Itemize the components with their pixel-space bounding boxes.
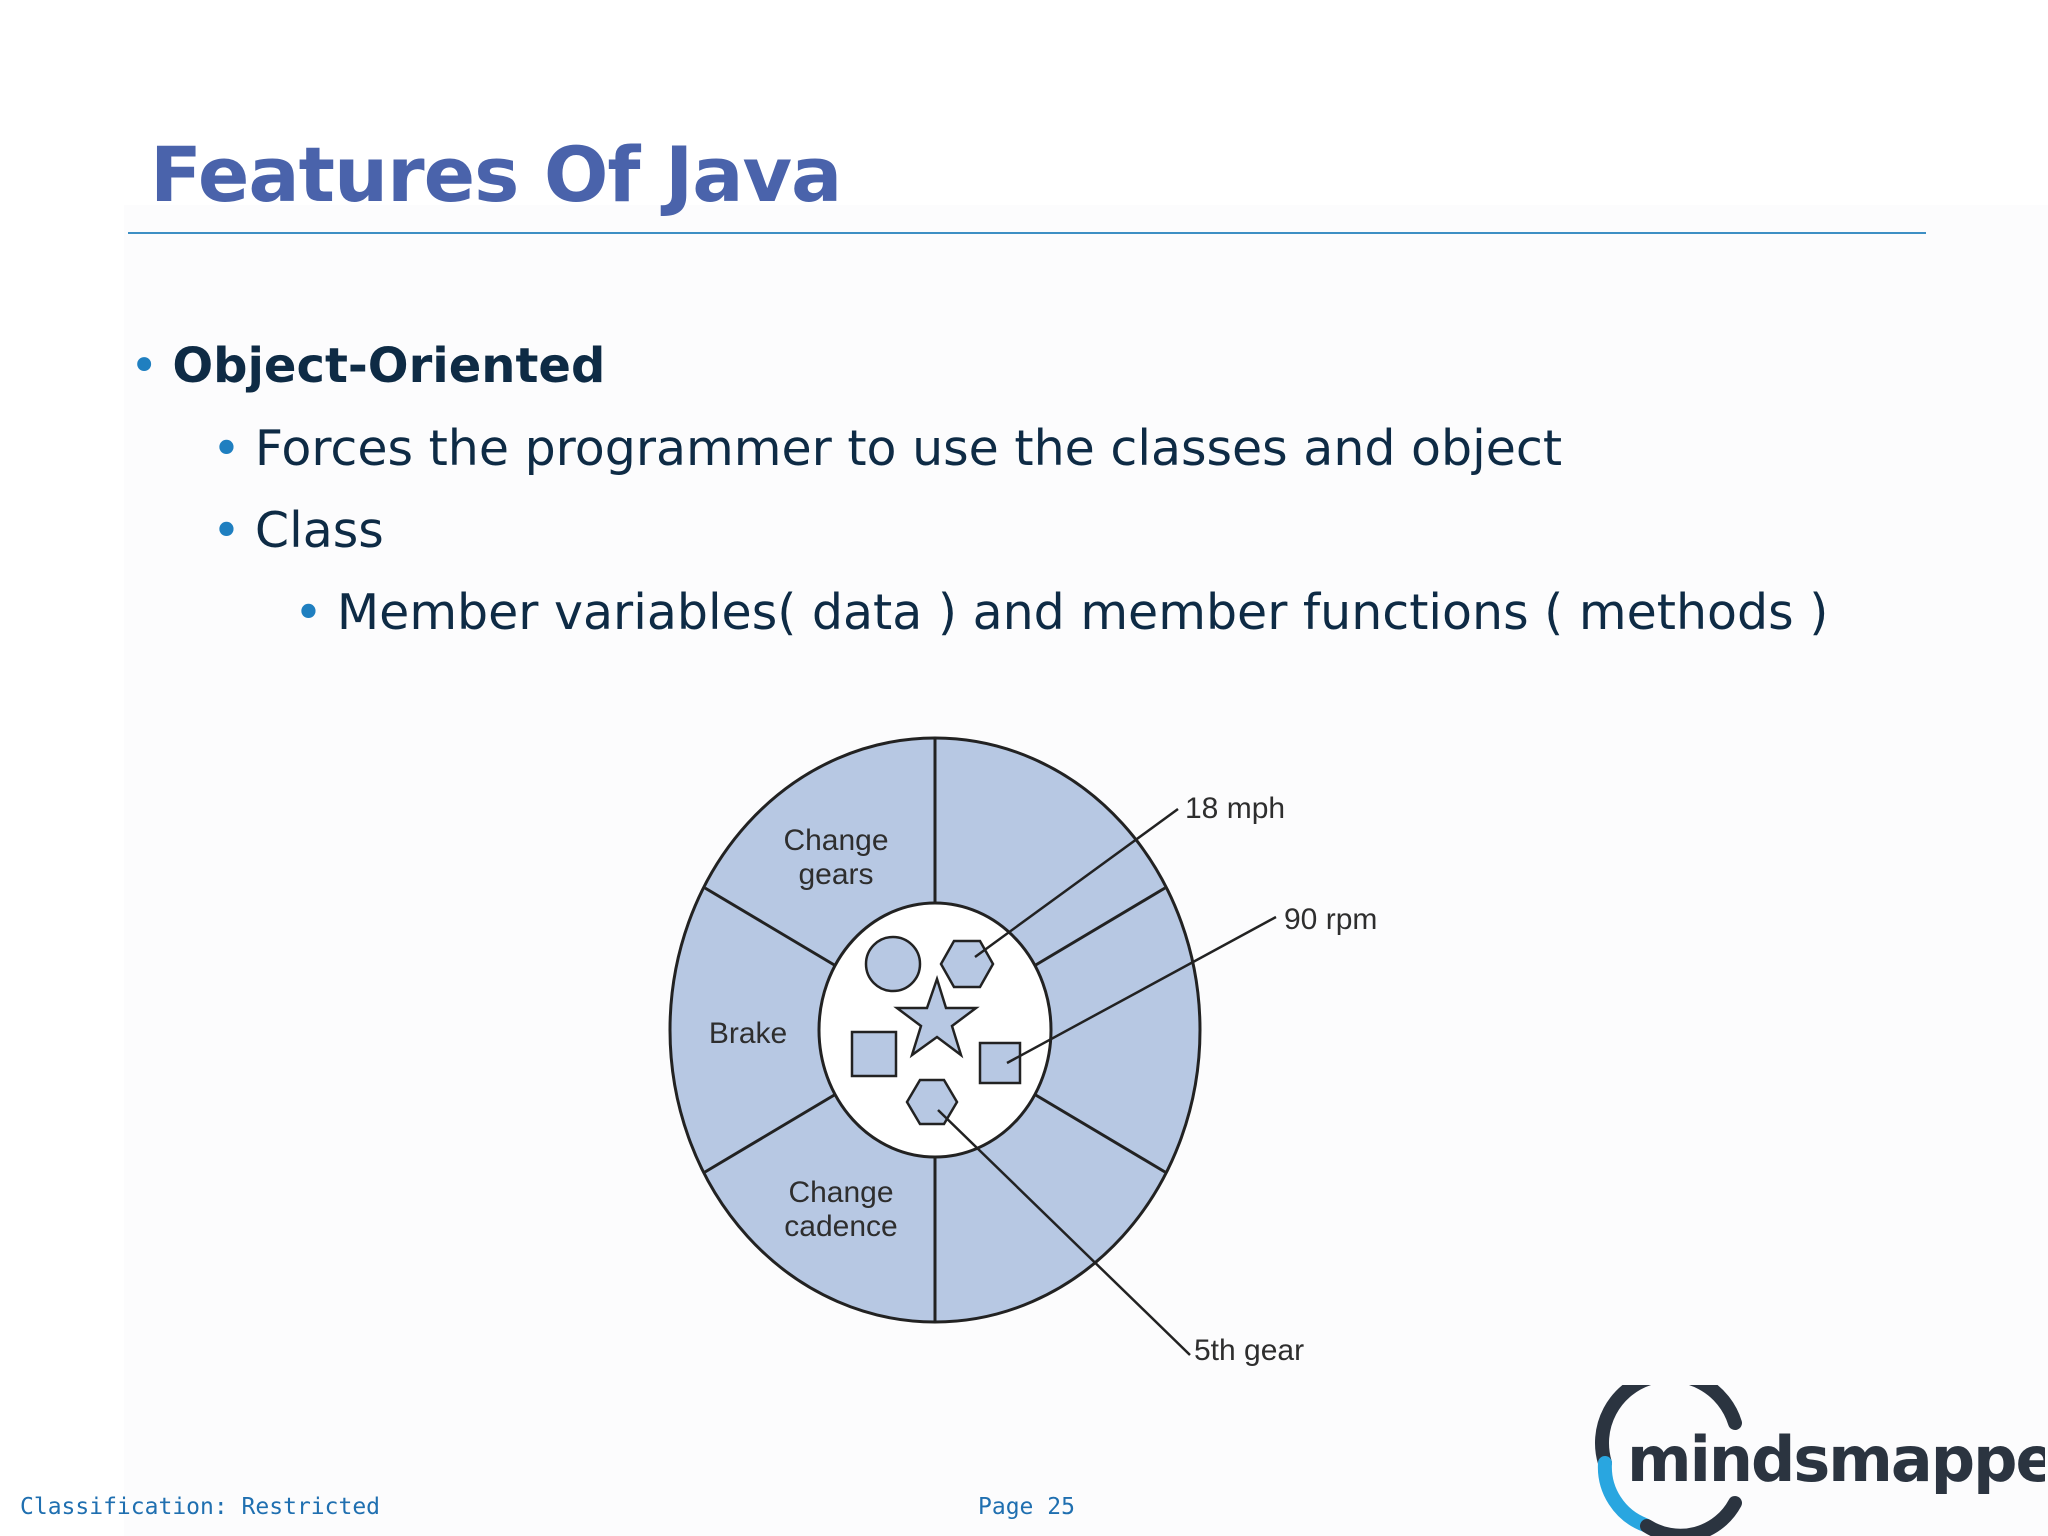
method-brake-label: Brake (709, 1017, 787, 1050)
bullet-members: •Member variables( data ) and member fun… (294, 584, 1828, 641)
square-shape-icon (850, 1030, 898, 1078)
bullet-text: Object-Oriented (172, 338, 606, 394)
sector-dividers (704, 738, 1166, 1322)
method-change-gears-label-2: gears (798, 858, 873, 891)
callout-gear-label: 5th gear (1194, 1334, 1304, 1367)
bullet-dot-icon: • (212, 420, 241, 477)
logo-ring-left-icon (1597, 1456, 1652, 1532)
bullet-text: Member variables( data ) and member func… (336, 584, 1829, 641)
title-divider (128, 232, 1926, 234)
method-change-cadence-label: Change (788, 1176, 893, 1209)
classification-label: Classification: Restricted (20, 1494, 381, 1520)
page-number: Page 25 (978, 1494, 1075, 1520)
bullet-object-oriented: •Object-Oriented (130, 338, 605, 394)
small-square-shape-icon (978, 1041, 1022, 1085)
bullet-forces-classes: •Forces the programmer to use the classe… (212, 420, 1562, 477)
callout-lines (937, 807, 1277, 1356)
mindsmapped-logo: mindsmapped (1595, 1385, 2045, 1536)
logo-ring-bottom-icon (1640, 1496, 1742, 1536)
bullet-class: •Class (212, 502, 384, 559)
bullet-dot-icon: • (294, 584, 323, 641)
bullet-dot-icon: • (130, 338, 159, 394)
method-change-cadence-label-2: cadence (784, 1210, 897, 1243)
hexagon-shape-icon (939, 939, 995, 989)
method-change-gears-label: Change (783, 824, 888, 857)
slide-title: Features Of Java (150, 130, 842, 219)
object-diagram: Change gears Brake Change cadence 18 mph… (668, 736, 1377, 1367)
star-shape-icon (893, 974, 980, 1059)
bottom-hexagon-shape-icon (905, 1078, 959, 1126)
circle-shape-icon (864, 935, 922, 993)
bullet-dot-icon: • (212, 502, 241, 559)
logo-ring-top-icon (1595, 1385, 1742, 1470)
logo-text: mindsmapped (1627, 1423, 2045, 1496)
bullet-text: Class (254, 502, 384, 559)
callout-speed-label: 18 mph (1185, 792, 1285, 825)
bullet-text: Forces the programmer to use the classes… (254, 420, 1563, 477)
callout-cadence-label: 90 rpm (1284, 903, 1377, 936)
